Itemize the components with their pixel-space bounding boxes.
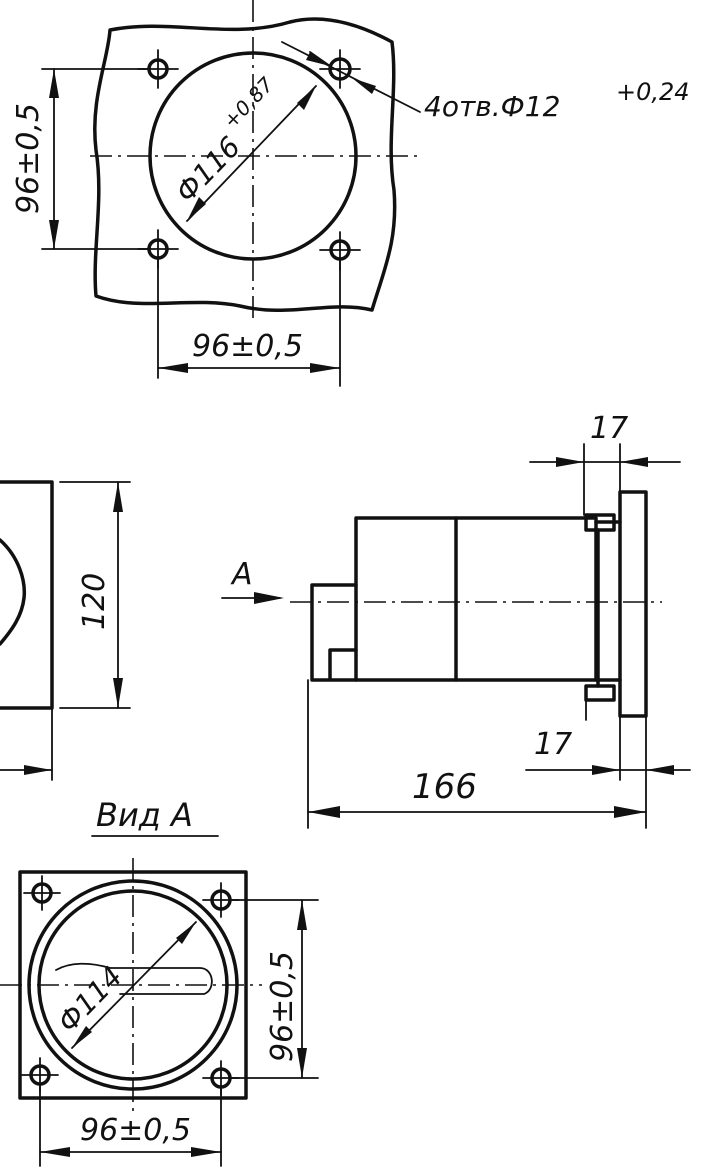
- left-view: 120: [0, 480, 131, 781]
- view-arrow-label: A: [230, 557, 253, 592]
- side-view: A 17 17 166: [221, 411, 691, 829]
- top-diameter-line: [186, 85, 317, 222]
- side-dim-length-label: 166: [412, 767, 477, 807]
- top-dim-vertical-label: 96±0,5: [11, 103, 46, 214]
- top-dim-diameter-tolerance: +0,87: [218, 72, 278, 133]
- left-view-outline: [0, 480, 54, 710]
- view-a-title: Вид А: [96, 796, 193, 834]
- view-a-dim-diameter-label: Ф114: [51, 960, 129, 1039]
- main-body: [354, 516, 598, 682]
- holes-note-label: 4отв.Ф12: [424, 90, 560, 123]
- left-dim-height-label: 120: [77, 573, 112, 630]
- top-view: 96±0,5 96±0,5 Ф116 +0,87 4отв.Ф12 +0,24: [11, 0, 690, 387]
- view-a-dim-vertical-label: 96±0,5: [265, 951, 300, 1062]
- view-a-dim-horizontal-label: 96±0,5: [80, 1113, 191, 1148]
- front-flange: [618, 490, 648, 718]
- holes-note-tolerance: +0,24: [616, 78, 690, 106]
- side-dim-flange-top-label: 17: [590, 411, 628, 446]
- left-view-circle-arc: [0, 538, 27, 646]
- panel-break-outline: [93, 17, 397, 313]
- view-a: Вид А Ф114 96±0,5: [0, 796, 319, 1167]
- side-dim-flange-bottom-label: 17: [534, 727, 572, 762]
- rear-stub: [310, 583, 358, 682]
- top-dim-horizontal-label: 96±0,5: [192, 329, 303, 364]
